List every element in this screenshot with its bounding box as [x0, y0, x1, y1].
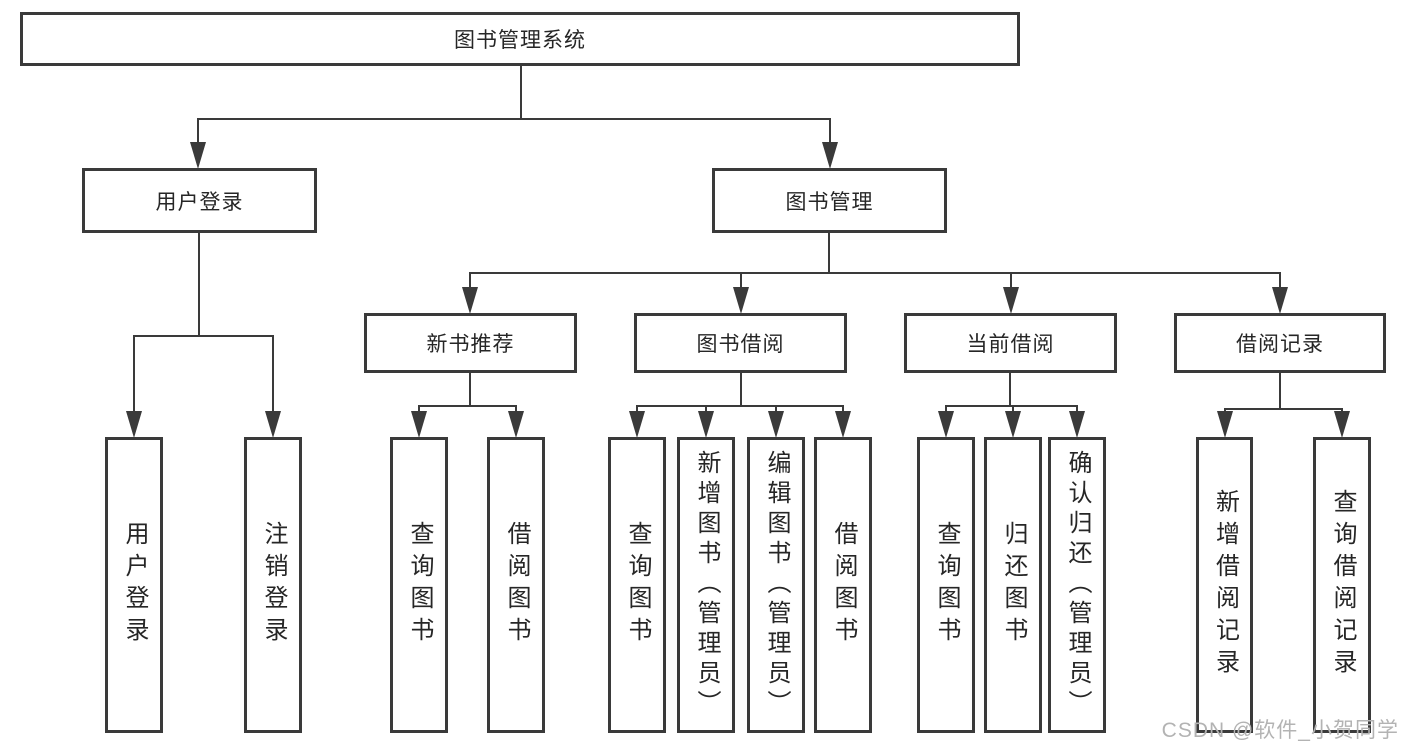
leaf-drop-line: [418, 405, 420, 413]
arrow-down-icon: [1217, 411, 1233, 438]
user-login-children-connector-line: [133, 335, 274, 337]
node-borrow-records: 借阅记录: [1174, 313, 1386, 373]
leaf-drop-line: [842, 405, 844, 413]
node-new-book-recommend-label: 新书推荐: [426, 333, 515, 356]
borrow-record-drop-line: [1279, 272, 1281, 289]
node-book-borrow-label: 图书借阅: [696, 333, 785, 356]
leaf-drop-line: [1012, 405, 1014, 413]
arrow-down-icon: [1005, 411, 1021, 438]
book-management-stem-line: [828, 233, 830, 272]
new-book-children-connector-line: [418, 405, 517, 407]
book-borrow-children-connector-line: [636, 405, 844, 407]
leaf-drop-line: [515, 405, 517, 413]
login-leaf-drop-line: [133, 335, 135, 413]
leaf-borrow-book-1: 借阅图书: [487, 437, 545, 733]
node-root: 图书管理系统: [20, 12, 1020, 66]
arrow-down-icon: [411, 411, 427, 438]
new-book-drop-line: [469, 272, 471, 289]
root-stem-line: [520, 66, 522, 118]
leaf-drop-line: [775, 405, 777, 413]
book-borrow-stem-line: [740, 373, 742, 405]
leaf-drop-line: [705, 405, 707, 413]
arrow-down-icon: [733, 287, 749, 314]
node-book-borrow: 图书借阅: [634, 313, 847, 373]
leaf-drop-line: [945, 405, 947, 413]
borrow-record-children-connector-line: [1224, 408, 1343, 410]
node-root-label: 图书管理系统: [454, 29, 586, 52]
arrow-down-icon: [462, 287, 478, 314]
current-borrow-drop-line: [1010, 272, 1012, 289]
leaf-add-book-admin: 新增图书（管理员）: [677, 437, 735, 733]
leaf-user-login: 用户登录: [105, 437, 163, 733]
leaf-query-book-2: 查询图书: [608, 437, 666, 733]
level3-connector-line: [469, 272, 1281, 274]
node-current-borrow-label: 当前借阅: [966, 333, 1055, 356]
arrow-down-icon: [1272, 287, 1288, 314]
leaf-add-borrow-record: 新增借阅记录: [1196, 437, 1253, 733]
arrow-down-icon: [822, 142, 838, 169]
leaf-drop-line: [1076, 405, 1078, 413]
arrow-down-icon: [508, 411, 524, 438]
book-borrow-drop-line: [740, 272, 742, 289]
arrow-down-icon: [698, 411, 714, 438]
node-user-login: 用户登录: [82, 168, 317, 233]
arrow-down-icon: [768, 411, 784, 438]
arrow-down-icon: [126, 411, 142, 438]
user-login-drop-line: [197, 118, 199, 146]
current-borrow-children-connector-line: [945, 405, 1078, 407]
leaf-drop-line: [636, 405, 638, 413]
new-book-stem-line: [469, 373, 471, 405]
logout-leaf-drop-line: [272, 335, 274, 413]
current-borrow-stem-line: [1009, 373, 1011, 405]
level2-connector-line: [197, 118, 831, 120]
arrow-down-icon: [1069, 411, 1085, 438]
node-user-login-label: 用户登录: [155, 190, 244, 214]
book-management-drop-line: [829, 118, 831, 146]
node-current-borrow: 当前借阅: [904, 313, 1117, 373]
arrow-down-icon: [190, 142, 206, 169]
arrow-down-icon: [1334, 411, 1350, 438]
arrow-down-icon: [629, 411, 645, 438]
node-new-book-recommend: 新书推荐: [364, 313, 577, 373]
leaf-edit-book-admin: 编辑图书（管理员）: [747, 437, 805, 733]
leaf-return-book: 归还图书: [984, 437, 1042, 733]
arrow-down-icon: [1003, 287, 1019, 314]
leaf-logout: 注销登录: [244, 437, 302, 733]
borrow-record-stem-line: [1279, 373, 1281, 408]
user-login-stem-line: [198, 233, 200, 335]
arrow-down-icon: [835, 411, 851, 438]
leaf-query-book-3: 查询图书: [917, 437, 975, 733]
leaf-drop-line: [1341, 408, 1343, 413]
leaf-confirm-return-admin: 确认归还（管理员）: [1048, 437, 1106, 733]
csdn-watermark: CSDN @软件_小贺同学: [1161, 719, 1399, 742]
node-borrow-records-label: 借阅记录: [1236, 333, 1324, 356]
leaf-query-book-1: 查询图书: [390, 437, 448, 733]
node-book-management-label: 图书管理: [785, 190, 874, 214]
node-book-management: 图书管理: [712, 168, 947, 233]
leaf-drop-line: [1224, 408, 1226, 413]
leaf-query-borrow-record: 查询借阅记录: [1313, 437, 1371, 733]
arrow-down-icon: [265, 411, 281, 438]
arrow-down-icon: [938, 411, 954, 438]
leaf-borrow-book-2: 借阅图书: [814, 437, 872, 733]
